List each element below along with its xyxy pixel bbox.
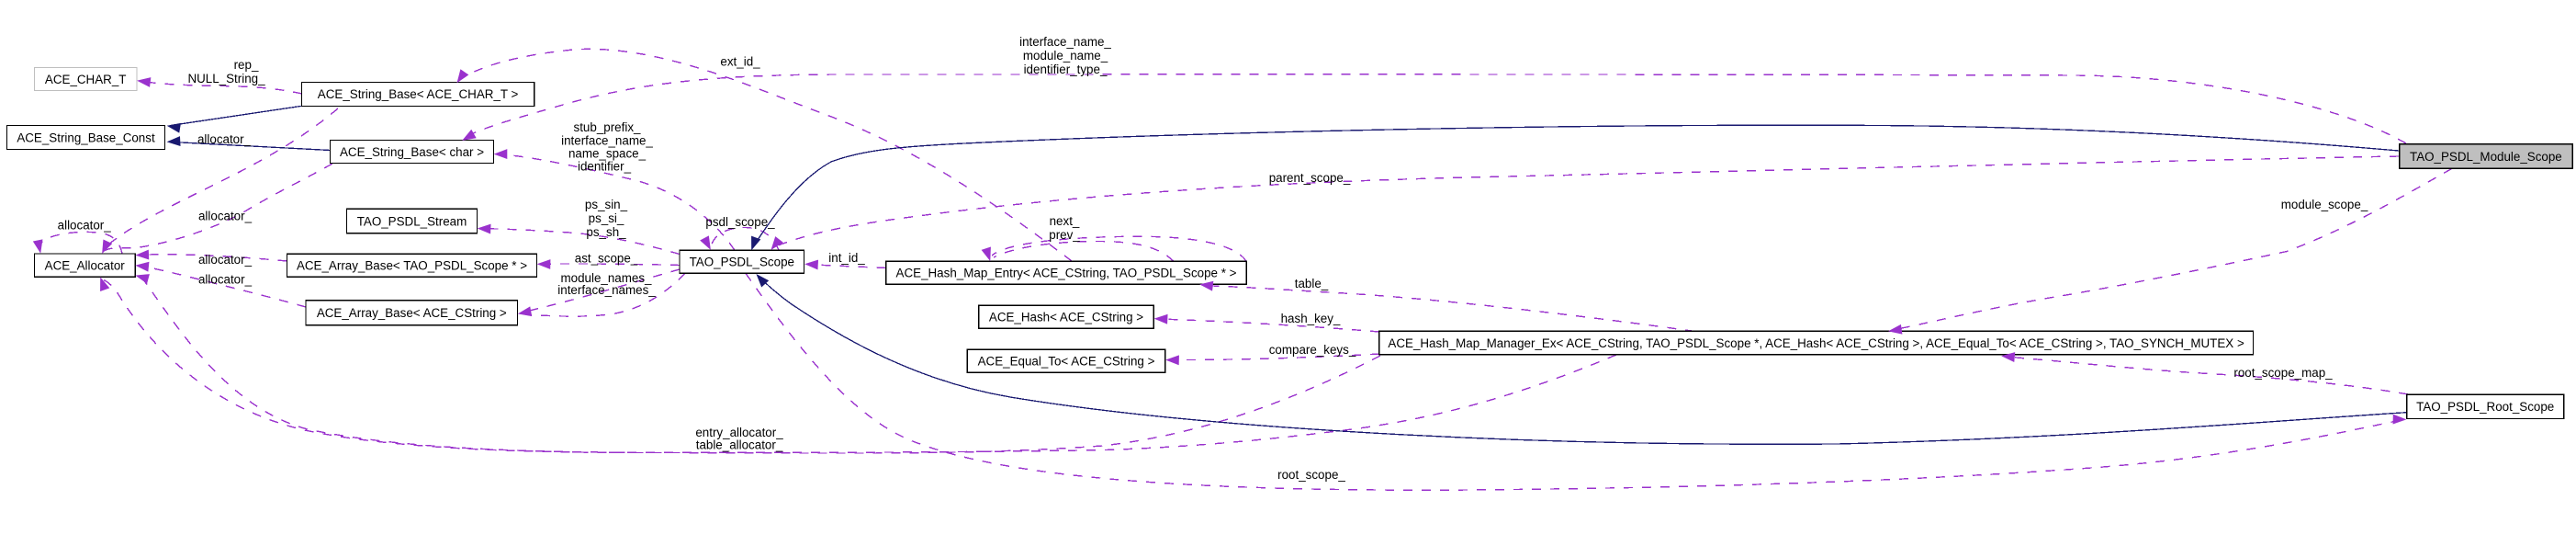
svg-text:root_scope_: root_scope_ bbox=[1277, 468, 1345, 482]
svg-text:ACE_String_Base< ACE_CHAR_T >: ACE_String_Base< ACE_CHAR_T > bbox=[318, 87, 519, 101]
svg-text:ACE_Hash< ACE_CString >: ACE_Hash< ACE_CString > bbox=[989, 311, 1143, 324]
svg-text:TAO_PSDL_Stream: TAO_PSDL_Stream bbox=[357, 214, 467, 228]
svg-text:ACE_CHAR_T: ACE_CHAR_T bbox=[45, 73, 127, 86]
svg-text:NULL_String_: NULL_String_ bbox=[187, 72, 265, 85]
svg-text:allocator_: allocator_ bbox=[198, 210, 253, 223]
svg-text:ACE_Array_Base< ACE_CString >: ACE_Array_Base< ACE_CString > bbox=[317, 306, 507, 320]
svg-text:ACE_Hash_Map_Entry< ACE_CStrin: ACE_Hash_Map_Entry< ACE_CString, TAO_PSD… bbox=[896, 267, 1237, 280]
svg-text:interface_names_: interface_names_ bbox=[557, 283, 656, 297]
svg-text:identifier_: identifier_ bbox=[578, 160, 632, 174]
svg-text:TAO_PSDL_Module_Scope: TAO_PSDL_Module_Scope bbox=[2410, 150, 2562, 164]
svg-text:ACE_Array_Base< TAO_PSDL_Scope: ACE_Array_Base< TAO_PSDL_Scope * > bbox=[297, 259, 527, 273]
svg-text:name_space_: name_space_ bbox=[568, 147, 647, 161]
svg-text:table_: table_ bbox=[1295, 277, 1329, 290]
svg-text:allocator_: allocator_ bbox=[198, 273, 253, 287]
svg-text:ps_si_: ps_si_ bbox=[589, 211, 624, 225]
svg-text:rep_: rep_ bbox=[234, 58, 259, 72]
svg-text:module_name_: module_name_ bbox=[1023, 49, 1108, 63]
svg-text:TAO_PSDL_Scope: TAO_PSDL_Scope bbox=[690, 256, 794, 269]
svg-text:TAO_PSDL_Root_Scope: TAO_PSDL_Root_Scope bbox=[2416, 400, 2554, 414]
svg-text:allocator_: allocator_ bbox=[198, 253, 253, 267]
svg-text:ACE_Hash_Map_Manager_Ex< ACE_C: ACE_Hash_Map_Manager_Ex< ACE_CString, TA… bbox=[1388, 336, 2244, 350]
svg-text:identifier_type_: identifier_type_ bbox=[1024, 63, 1108, 76]
svg-text:allocator_: allocator_ bbox=[58, 219, 112, 233]
svg-text:ext_id_: ext_id_ bbox=[720, 55, 760, 69]
svg-text:allocator_: allocator_ bbox=[197, 132, 252, 146]
svg-text:compare_keys_: compare_keys_ bbox=[1269, 343, 1356, 357]
svg-text:int_id_: int_id_ bbox=[828, 251, 865, 265]
svg-text:ACE_Equal_To< ACE_CString >: ACE_Equal_To< ACE_CString > bbox=[978, 355, 1155, 369]
svg-text:ACE_Allocator: ACE_Allocator bbox=[45, 258, 126, 272]
svg-text:parent_scope_: parent_scope_ bbox=[1269, 171, 1351, 185]
svg-text:ast_scope_: ast_scope_ bbox=[575, 252, 638, 266]
svg-text:hash_key_: hash_key_ bbox=[1281, 312, 1341, 325]
svg-text:root_scope_map_: root_scope_map_ bbox=[2233, 366, 2333, 380]
svg-text:prev_: prev_ bbox=[1049, 228, 1080, 242]
svg-text:psdl_scope_: psdl_scope_ bbox=[705, 215, 775, 229]
svg-text:ACE_String_Base< char >: ACE_String_Base< char > bbox=[340, 145, 484, 159]
svg-text:module_scope_: module_scope_ bbox=[2281, 198, 2368, 211]
svg-text:table_allocator_: table_allocator_ bbox=[696, 438, 783, 452]
svg-text:entry_allocator_: entry_allocator_ bbox=[695, 426, 783, 439]
svg-text:ps_sin_: ps_sin_ bbox=[585, 198, 628, 211]
svg-text:stub_prefix_: stub_prefix_ bbox=[574, 120, 642, 134]
svg-text:interface_name_: interface_name_ bbox=[1019, 35, 1111, 49]
svg-text:next_: next_ bbox=[1050, 214, 1080, 228]
svg-text:interface_name_: interface_name_ bbox=[561, 134, 653, 148]
svg-text:ACE_String_Base_Const: ACE_String_Base_Const bbox=[17, 131, 155, 144]
svg-text:ps_sh_: ps_sh_ bbox=[586, 225, 626, 239]
svg-text:module_names_: module_names_ bbox=[560, 271, 652, 285]
